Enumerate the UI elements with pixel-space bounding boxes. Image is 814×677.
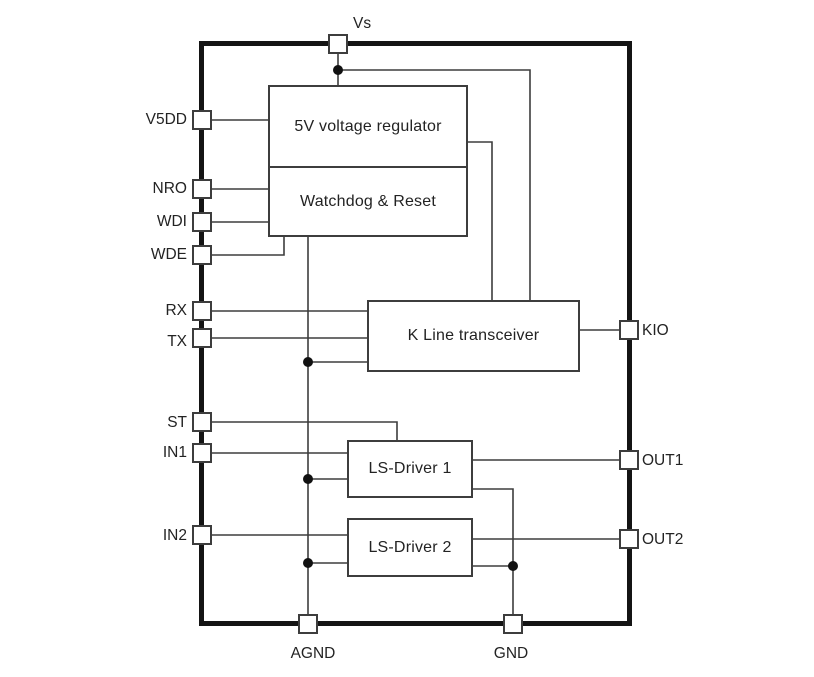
junction-dot [303,558,313,568]
block-label: LS-Driver 2 [368,538,452,556]
wire-st-to-ls1 [202,421,398,440]
block-label: K Line transceiver [407,327,540,344]
pin-st [192,412,212,432]
pin-vs [328,34,348,54]
junction-dot [333,65,343,75]
block-label: LS-Driver 1 [368,460,452,477]
wire-vs-to-kline-supply [338,69,531,300]
pin-label-out1: OUT1 [642,452,684,469]
pin-label-in2: IN2 [162,527,187,544]
block-label: Watchdog & Reset [299,192,436,210]
block-ls-driver-2: LS-Driver 2 [347,518,473,577]
pin-wde [192,245,212,265]
pin-nro [192,179,212,199]
pin-in2 [192,525,212,545]
pin-label-tx: TX [167,333,187,350]
pin-rx [192,301,212,321]
pin-kio [619,320,639,340]
pin-label-wde: WDE [150,246,187,263]
wire-ls1-to-gnd [473,488,514,624]
pin-label-kio: KIO [642,322,669,339]
junction-dot [303,357,313,367]
wire-wde-to-watchdog [202,237,285,256]
pin-tx [192,328,212,348]
pin-label-rx: RX [165,302,187,319]
pin-wdi [192,212,212,232]
pin-label-out2: OUT2 [642,531,684,548]
pin-label-wdi: WDI [156,213,187,230]
pin-label-in1: IN1 [162,444,187,461]
pin-label-nro: NRO [152,180,187,197]
junction-dot [303,474,313,484]
junction-dot [508,561,518,571]
pin-out2 [619,529,639,549]
pin-label-st: ST [167,414,187,431]
pin-label-agnd: AGND [290,645,336,662]
pin-label-v5dd: V5DD [145,111,187,128]
block-voltage-regulator: 5V voltage regulator [268,85,468,168]
block-watchdog-reset: Watchdog & Reset [268,168,468,237]
wire-regulator-to-kline [468,141,493,300]
block-kline-transceiver: K Line transceiver [367,300,580,372]
pin-label-vs: Vs [353,15,372,32]
pin-out1 [619,450,639,470]
pin-v5dd [192,110,212,130]
pin-in1 [192,443,212,463]
block-ls-driver-1: LS-Driver 1 [347,440,473,498]
pin-label-gnd: GND [493,645,529,662]
pin-agnd [298,614,318,634]
block-label: 5V voltage regulator [294,117,442,135]
pin-gnd [503,614,523,634]
